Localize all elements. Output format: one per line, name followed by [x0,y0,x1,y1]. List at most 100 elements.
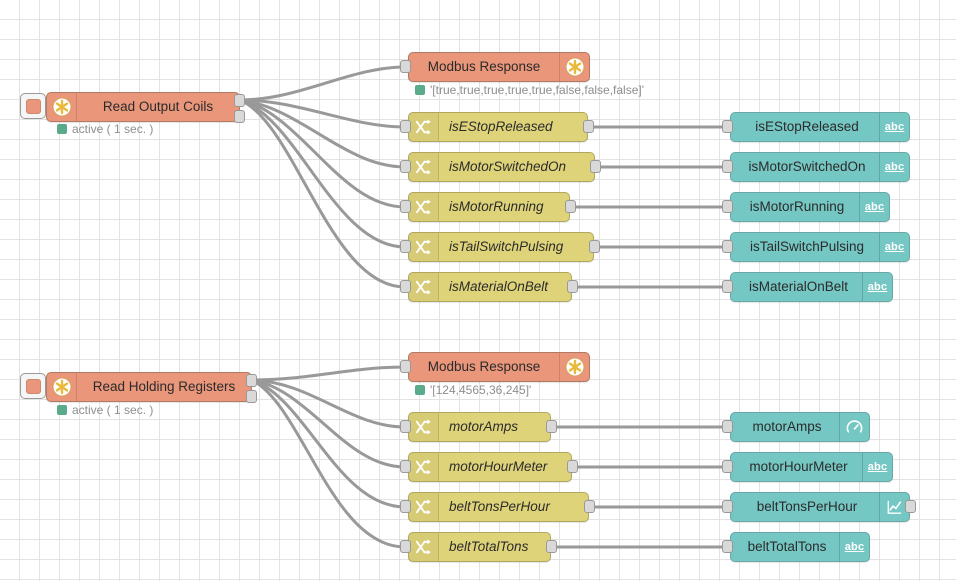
node-change-belt-total-tons[interactable]: beltTotalTons [408,532,551,562]
change-arrows-icon [409,453,439,481]
input-port[interactable] [400,420,411,433]
output-port[interactable] [905,500,916,513]
output-port[interactable] [565,200,576,213]
status-text: '[124,4565,36,245]' [430,383,532,397]
node-change-belt-tons-per-hour[interactable]: beltTonsPerHour [408,492,589,522]
inject-button-read-holding-registers[interactable] [20,373,46,399]
gauge-icon [839,413,869,441]
status-dot-icon [57,124,67,134]
output-port[interactable] [546,540,557,553]
abc-text-icon: abc [839,533,869,561]
node-read-output-coils[interactable]: Read Output Coils [46,92,240,122]
node-dashboard-is-motor-switched-on[interactable]: isMotorSwitchedOn abc [730,152,910,182]
node-change-motor-amps[interactable]: motorAmps [408,412,551,442]
node-label: isEStopReleased [755,119,859,134]
node-change-is-tail-switch-pulsing[interactable]: isTailSwitchPulsing [408,232,594,262]
input-port[interactable] [722,240,733,253]
node-label: motorAmps [752,419,822,434]
status-text: '[true,true,true,true,true,false,false,f… [430,83,645,97]
input-port[interactable] [400,280,411,293]
change-arrows-icon [409,533,439,561]
change-arrows-icon [409,273,439,301]
status-text: active ( 1 sec. ) [72,122,154,136]
status-modbus-response-coils: '[true,true,true,true,true,false,false,f… [415,83,644,97]
output-port-1[interactable] [234,94,245,107]
input-port[interactable] [400,60,411,73]
input-port[interactable] [722,460,733,473]
status-text: active ( 1 sec. ) [72,403,154,417]
node-dashboard-belt-total-tons[interactable]: beltTotalTons abc [730,532,870,562]
output-port-2[interactable] [246,390,257,403]
output-port-2[interactable] [234,110,245,123]
modbus-asterisk-icon [559,53,589,81]
node-change-is-material-on-belt[interactable]: isMaterialOnBelt [408,272,572,302]
node-modbus-response-registers[interactable]: Modbus Response [408,352,590,382]
abc-text-icon: abc [859,193,889,221]
node-dashboard-is-material-on-belt[interactable]: isMaterialOnBelt abc [730,272,893,302]
output-port[interactable] [584,500,595,513]
inject-swatch-icon [25,98,41,114]
output-port[interactable] [546,420,557,433]
node-label: Modbus Response [427,359,541,374]
input-port[interactable] [722,420,733,433]
output-port[interactable] [567,280,578,293]
node-label: beltTotalTons [747,539,827,554]
input-port[interactable] [722,280,733,293]
output-port[interactable] [583,120,594,133]
change-arrows-icon [409,233,439,261]
node-change-is-estop-released[interactable]: isEStopReleased [408,112,588,142]
node-label: Read Output Coils [102,99,214,114]
modbus-asterisk-icon [47,373,77,401]
input-port[interactable] [400,200,411,213]
change-arrows-icon [409,193,439,221]
node-label: isTailSwitchPulsing [449,239,564,254]
input-port[interactable] [400,460,411,473]
input-port[interactable] [722,160,733,173]
node-label: isTailSwitchPulsing [749,239,865,254]
node-label: isMotorRunning [449,199,544,214]
input-port[interactable] [722,200,733,213]
input-port[interactable] [722,120,733,133]
node-dashboard-motor-hour-meter[interactable]: motorHourMeter abc [730,452,893,482]
status-modbus-response-registers: '[124,4565,36,245]' [415,383,531,397]
input-port[interactable] [400,540,411,553]
output-port[interactable] [567,460,578,473]
node-label: motorHourMeter [749,459,848,474]
input-port[interactable] [400,240,411,253]
node-label: isMotorRunning [749,199,845,214]
node-label: isEStopReleased [449,119,553,134]
inject-swatch-icon [25,378,41,394]
node-label: Modbus Response [427,59,541,74]
change-arrows-icon [409,413,439,441]
abc-text-icon: abc [879,153,909,181]
node-dashboard-is-tail-switch-pulsing[interactable]: isTailSwitchPulsing abc [730,232,910,262]
status-read-holding-registers: active ( 1 sec. ) [57,403,153,417]
node-dashboard-motor-amps[interactable]: motorAmps [730,412,870,442]
node-modbus-response-coils[interactable]: Modbus Response [408,52,590,82]
status-dot-icon [57,405,67,415]
node-read-holding-registers[interactable]: Read Holding Registers [46,372,252,402]
node-change-is-motor-switched-on[interactable]: isMotorSwitchedOn [408,152,595,182]
input-port[interactable] [400,500,411,513]
abc-text-icon: abc [862,273,892,301]
output-port[interactable] [589,240,600,253]
node-change-motor-hour-meter[interactable]: motorHourMeter [408,452,572,482]
node-dashboard-is-estop-released[interactable]: isEStopReleased abc [730,112,910,142]
node-label: isMaterialOnBelt [748,279,849,294]
node-label: beltTonsPerHour [449,499,550,514]
input-port[interactable] [400,160,411,173]
node-change-is-motor-running[interactable]: isMotorRunning [408,192,570,222]
node-dashboard-is-motor-running[interactable]: isMotorRunning abc [730,192,890,222]
input-port[interactable] [400,120,411,133]
output-port-1[interactable] [246,374,257,387]
node-dashboard-belt-tons-per-hour[interactable]: beltTonsPerHour [730,492,910,522]
output-port[interactable] [590,160,601,173]
abc-text-icon: abc [862,453,892,481]
input-port[interactable] [722,540,733,553]
input-port[interactable] [400,360,411,373]
node-label: isMaterialOnBelt [449,279,549,294]
modbus-asterisk-icon [559,353,589,381]
input-port[interactable] [722,500,733,513]
inject-button-read-output-coils[interactable] [20,93,46,119]
